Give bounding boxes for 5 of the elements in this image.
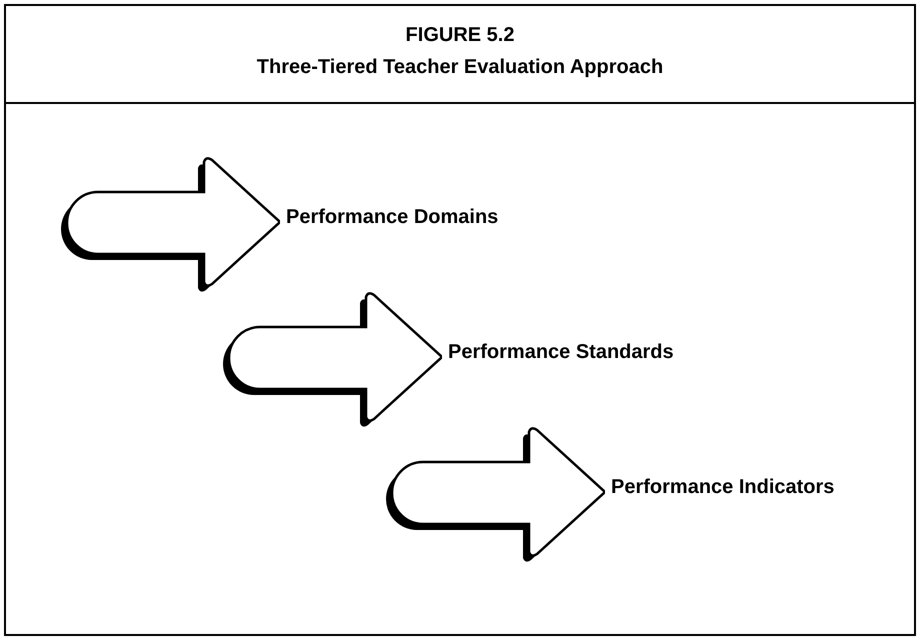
figure-number: FIGURE 5.2	[406, 24, 514, 47]
arrow-label: Performance Indicators	[611, 476, 834, 499]
arrow-label: Performance Standards	[448, 341, 674, 364]
arrow-label: Performance Domains	[286, 206, 498, 229]
title: Three-Tiered Teacher Evaluation Approach	[256, 56, 664, 79]
